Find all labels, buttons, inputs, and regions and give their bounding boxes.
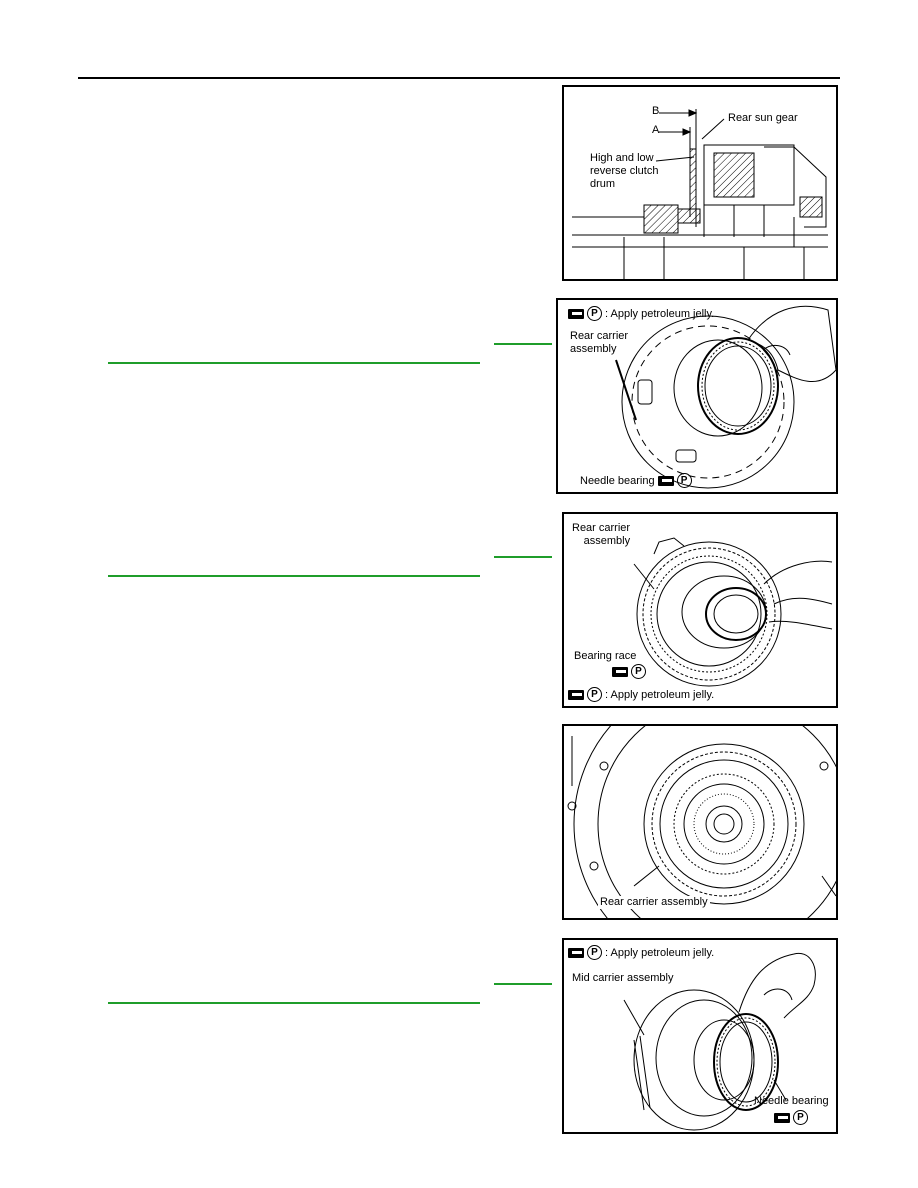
guide-line-1 bbox=[108, 362, 480, 364]
figure-rear-carrier-needle-bearing: P : Apply petroleum jelly. Rear carrier … bbox=[556, 298, 838, 494]
rear-carrier-installed-illustration bbox=[567, 726, 836, 918]
p-circle-icon: P bbox=[793, 1110, 808, 1125]
needle-bearing-icons: P bbox=[774, 1110, 808, 1125]
rear-carrier-bearing-illustration bbox=[615, 305, 836, 489]
label-a: A bbox=[652, 124, 660, 136]
petroleum-jelly-tool-icon bbox=[568, 947, 584, 958]
p-circle-icon: P bbox=[587, 306, 602, 321]
guide-tick-3 bbox=[494, 983, 552, 985]
jelly-note-fig2: P : Apply petroleum jelly. bbox=[568, 306, 714, 321]
label-b: B bbox=[652, 105, 660, 117]
figure-rear-carrier-installed: Rear carrier assembly bbox=[562, 724, 838, 920]
guide-line-2 bbox=[108, 575, 480, 577]
p-circle-icon: P bbox=[587, 945, 602, 960]
needle-bearing-text: Needle bearing bbox=[580, 474, 655, 487]
petroleum-jelly-tool-icon bbox=[774, 1112, 790, 1123]
p-circle-icon: P bbox=[587, 687, 602, 702]
mid-carrier-bearing-illustration bbox=[623, 952, 816, 1131]
petroleum-jelly-tool-icon bbox=[568, 308, 584, 319]
bearing-race-illustration bbox=[633, 537, 833, 687]
bearing-race-icons: P bbox=[612, 664, 646, 679]
label-bearing-race: Bearing race bbox=[574, 650, 637, 662]
label-clutch-drum: High and low reverse clutch drum bbox=[590, 152, 659, 190]
guide-tick-1 bbox=[494, 343, 552, 345]
label-needle-bearing: Needle bearing bbox=[754, 1095, 829, 1107]
label-mid-carrier: Mid carrier assembly bbox=[572, 972, 674, 984]
label-rear-carrier: Rear carrier assembly bbox=[570, 330, 629, 355]
p-circle-icon: P bbox=[631, 664, 646, 679]
p-circle-icon: P bbox=[676, 473, 692, 488]
jelly-note-fig5: P : Apply petroleum jelly. bbox=[568, 945, 714, 960]
label-rear-sun-gear: Rear sun gear bbox=[728, 112, 798, 124]
jelly-text: : Apply petroleum jelly. bbox=[605, 946, 715, 959]
clutch-drum-illustration bbox=[572, 109, 828, 279]
guide-tick-2 bbox=[494, 556, 552, 558]
label-rear-carrier: Rear carrier assembly bbox=[598, 896, 710, 909]
petroleum-jelly-tool-icon bbox=[657, 475, 674, 486]
jelly-note-fig3: P : Apply petroleum jelly. bbox=[568, 687, 714, 702]
label-needle-bearing: Needle bearing P bbox=[580, 473, 692, 488]
jelly-text: : Apply petroleum jelly. bbox=[605, 688, 715, 701]
figure-mid-carrier-needle-bearing: P : Apply petroleum jelly. Mid carrier a… bbox=[562, 938, 838, 1134]
figure-rear-carrier-bearing-race: Rear carrier assembly Bearing race P P :… bbox=[562, 512, 838, 708]
guide-line-3 bbox=[108, 1002, 480, 1004]
figure-rear-sun-gear-clearance: B A Rear sun gear High and low reverse c… bbox=[562, 85, 838, 281]
header-rule bbox=[78, 77, 840, 79]
label-rear-carrier: Rear carrier assembly bbox=[572, 522, 631, 547]
petroleum-jelly-tool-icon bbox=[612, 666, 628, 677]
jelly-text: : Apply petroleum jelly. bbox=[605, 307, 715, 320]
petroleum-jelly-tool-icon bbox=[568, 689, 584, 700]
